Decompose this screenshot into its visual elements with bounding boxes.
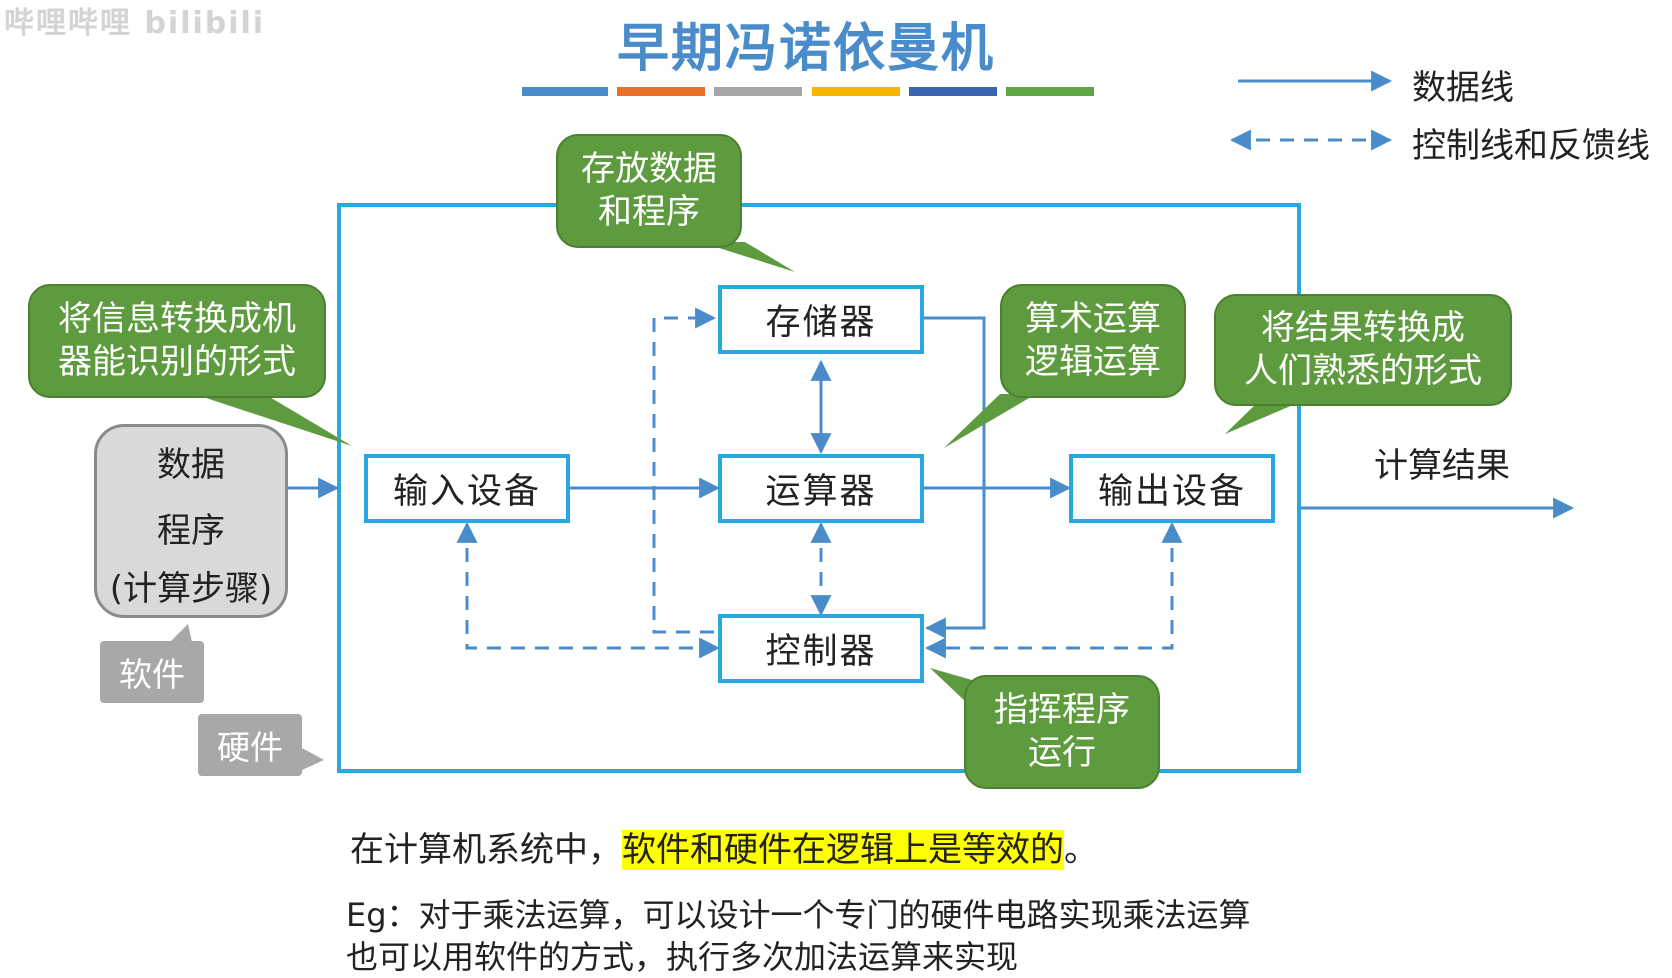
colorbar-segment	[812, 87, 900, 96]
software-tag: 软件	[100, 641, 204, 703]
output-callout-line1: 将结果转换成	[1261, 308, 1465, 348]
example-label: Eg	[346, 896, 387, 934]
colorbar-segment	[909, 87, 997, 96]
input-device-box: 输入设备	[364, 454, 570, 523]
input-callout-line1: 将信息转换成机	[58, 299, 296, 339]
output-callout-pointer	[1225, 402, 1300, 434]
equivalence-prefix: 在计算机系统中，	[350, 830, 622, 870]
output-callout: 将结果转换成 人们熟悉的形式	[1214, 294, 1512, 406]
equivalence-sentence: 在计算机系统中，软件和硬件在逻辑上是等效的。	[350, 822, 1098, 871]
legend-control-line-label: 控制线和反馈线	[1412, 126, 1650, 166]
equivalence-highlight: 软件和硬件在逻辑上是等效的	[622, 830, 1064, 870]
software-program-label: 程序	[157, 511, 225, 551]
input-callout-pointer	[200, 396, 352, 446]
memory-callout-line2: 和程序	[598, 192, 700, 232]
colorbar-segment	[1006, 87, 1094, 96]
hardware-tag: 硬件	[198, 714, 302, 776]
colorbar-segment	[522, 87, 608, 96]
colorbar-segment	[617, 87, 705, 96]
input-callout: 将信息转换成机 器能识别的形式	[28, 284, 326, 398]
controller-callout-line1: 指挥程序	[994, 690, 1130, 730]
colorbar-segment	[714, 87, 802, 96]
example-line-1: Eg：对于乘法运算，可以设计一个专门的硬件电路实现乘法运算	[346, 890, 1251, 936]
software-steps-label: (计算步骤)	[109, 569, 273, 609]
output-controller-line	[924, 521, 1183, 659]
alu-callout-line1: 算术运算	[1025, 299, 1161, 339]
alu-callout-pointer	[944, 394, 1036, 448]
controller-callout-line2: 运行	[1028, 733, 1096, 773]
example-line-1-text: ：对于乘法运算，可以设计一个专门的硬件电路实现乘法运算	[386, 896, 1251, 934]
alu-callout-line2: 逻辑运算	[1025, 342, 1161, 382]
input-controller-line	[456, 521, 721, 659]
software-data-box: 数据 程序 (计算步骤)	[94, 424, 288, 618]
result-label: 计算结果	[1374, 446, 1510, 486]
output-device-box: 输出设备	[1069, 454, 1275, 523]
software-data-label: 数据	[157, 445, 225, 485]
example-line-2: 也可以用软件的方式，执行多次加法运算来实现	[346, 938, 1019, 976]
memory-callout-line1: 存放数据	[581, 149, 717, 189]
watermark: 哔哩哔哩 bilibili	[4, 6, 266, 41]
page-title: 早期冯诺依曼机	[616, 19, 995, 79]
hardware-tag-pointer	[302, 748, 324, 770]
controller-callout: 指挥程序 运行	[964, 675, 1160, 789]
memory-callout: 存放数据 和程序	[556, 134, 742, 248]
alu-callout: 算术运算 逻辑运算	[1000, 284, 1186, 398]
output-callout-line2: 人们熟悉的形式	[1244, 351, 1482, 391]
controller-box: 控制器	[718, 614, 924, 683]
memory-box: 存储器	[718, 285, 924, 354]
alu-box: 运算器	[718, 454, 924, 523]
equivalence-suffix: 。	[1064, 830, 1098, 870]
legend-data-line-label: 数据线	[1412, 68, 1514, 108]
input-callout-line2: 器能识别的形式	[58, 342, 296, 382]
software-tag-pointer	[170, 624, 192, 642]
memory-callout-pointer	[700, 242, 795, 272]
